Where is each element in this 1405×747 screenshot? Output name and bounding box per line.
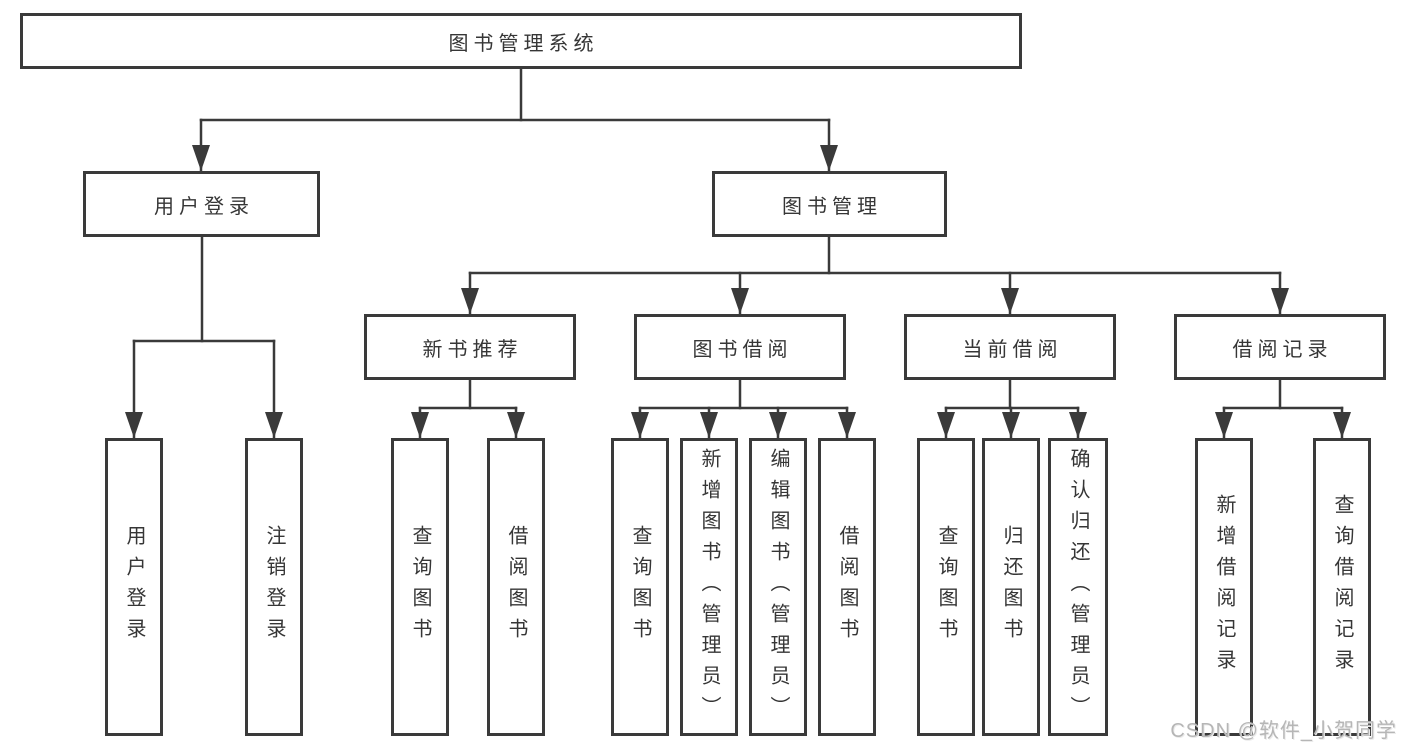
leaf-label: 查询图书 bbox=[629, 525, 651, 649]
node-new-book-recommend: 新书推荐 bbox=[364, 314, 576, 380]
leaf-label: 借阅图书 bbox=[836, 525, 858, 649]
node-borrow-records: 借阅记录 bbox=[1174, 314, 1386, 380]
node-label: 新书推荐 bbox=[422, 338, 523, 361]
leaf-records-query-record: 查询借阅记录 bbox=[1313, 438, 1371, 736]
leaf-current-confirm-return-admin: 确认归还（管理员） bbox=[1048, 438, 1108, 736]
node-book-management: 图书管理 bbox=[712, 171, 947, 237]
leaf-current-query-books: 查询图书 bbox=[917, 438, 975, 736]
csdn-watermark: CSDN @软件_小贺同学 bbox=[1170, 720, 1397, 742]
leaf-borrow-edit-books-admin: 编辑图书（管理员） bbox=[749, 438, 807, 736]
leaf-label: 新增图书（管理员） bbox=[698, 447, 720, 727]
leaf-borrow-query-books: 查询图书 bbox=[611, 438, 669, 736]
leaf-current-return-books: 归还图书 bbox=[982, 438, 1040, 736]
leaf-label: 编辑图书（管理员） bbox=[767, 447, 789, 727]
node-label: 用户登录 bbox=[154, 195, 254, 218]
leaf-label: 用户登录 bbox=[123, 525, 145, 649]
node-current-borrow: 当前借阅 bbox=[904, 314, 1116, 380]
leaf-newbooks-borrow-books: 借阅图书 bbox=[487, 438, 545, 736]
leaf-label: 归还图书 bbox=[1000, 525, 1022, 649]
leaf-borrow-add-books-admin: 新增图书（管理员） bbox=[680, 438, 738, 736]
node-label: 图书管理系统 bbox=[448, 32, 599, 55]
leaf-label: 查询借阅记录 bbox=[1331, 494, 1353, 680]
leaf-label: 查询图书 bbox=[935, 525, 957, 649]
leaf-newbooks-query-books: 查询图书 bbox=[391, 438, 449, 736]
node-label: 图书管理 bbox=[782, 195, 882, 218]
leaf-records-add-record: 新增借阅记录 bbox=[1195, 438, 1253, 736]
node-label: 图书借阅 bbox=[692, 338, 793, 361]
leaf-logout: 注销登录 bbox=[245, 438, 303, 736]
node-label: 当前借阅 bbox=[962, 338, 1063, 361]
leaf-label: 注销登录 bbox=[263, 525, 285, 649]
leaf-user-login: 用户登录 bbox=[105, 438, 163, 736]
leaf-label: 确认归还（管理员） bbox=[1067, 447, 1089, 727]
leaf-label: 查询图书 bbox=[409, 525, 431, 649]
leaf-label: 借阅图书 bbox=[505, 525, 527, 649]
leaf-borrow-borrow-books: 借阅图书 bbox=[818, 438, 876, 736]
node-book-borrow: 图书借阅 bbox=[634, 314, 846, 380]
node-label: 借阅记录 bbox=[1232, 338, 1333, 361]
leaf-label: 新增借阅记录 bbox=[1213, 494, 1235, 680]
node-root-library-system: 图书管理系统 bbox=[20, 13, 1022, 69]
node-user-login: 用户登录 bbox=[83, 171, 320, 237]
